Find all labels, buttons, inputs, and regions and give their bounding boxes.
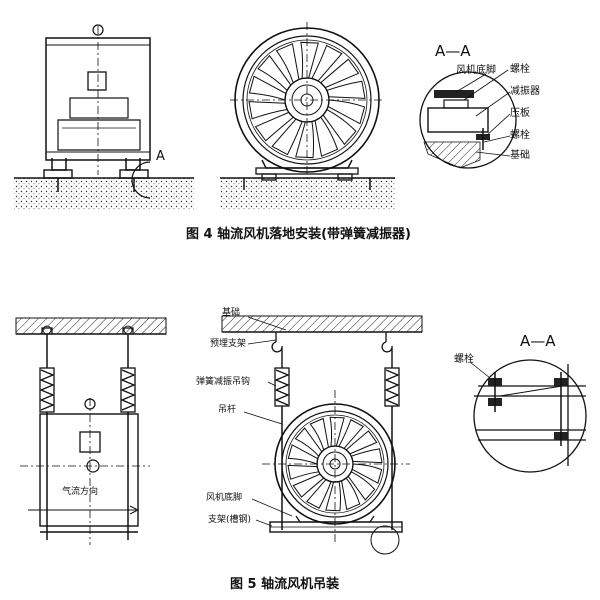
fig4-motor: [69, 97, 129, 119]
fig5-section-title: A—A: [520, 332, 556, 350]
fig5-section-aa: A—A 螺栓: [454, 332, 587, 473]
impeller-blade: [287, 444, 319, 465]
impeller-blade: [327, 99, 366, 125]
fig4-callout-fan-foot: 风机底脚: [456, 63, 496, 76]
fig5-fan-body: [39, 413, 139, 527]
fig4-junction-box: [87, 71, 107, 91]
fig4-callout-bolt-top: 螺栓: [510, 62, 530, 75]
fig4-detail-marker: A: [156, 149, 165, 164]
impeller-blade: [311, 44, 343, 82]
fig5-fan-casing: [274, 403, 396, 525]
impeller-blade: [319, 58, 360, 89]
fig4-detail-view: [419, 71, 517, 169]
impeller-blade: [305, 478, 332, 509]
fig5-hanger-right: [120, 325, 136, 540]
fig4-ground-left: [14, 178, 194, 210]
impeller-blade: [248, 75, 287, 101]
fig4-callout-press-plate: 压板: [510, 106, 530, 119]
fig4-detail-circle: [131, 161, 151, 199]
impeller-blade: [338, 419, 365, 450]
fig4-hub: [284, 77, 330, 123]
fig5-detail-circle: [370, 525, 400, 555]
impeller-blade: [248, 101, 288, 120]
impeller-blade: [314, 116, 339, 157]
fig4-lifting-lug: [92, 24, 104, 36]
fig4-section-aa: A—A 风机底脚 螺栓 减振器 压板 螺栓 基础: [419, 42, 540, 169]
fig5-junction-box: [79, 431, 101, 453]
fig5-callout-hanger-rod: 吊杆: [218, 403, 236, 415]
impeller-blade: [292, 473, 325, 498]
fig5-callout-fan-foot: 风机底脚: [206, 491, 242, 503]
fig4-callout-foundation: 基础: [510, 148, 530, 161]
impeller-blade: [275, 43, 300, 84]
fig4-front-view: [220, 22, 395, 210]
fig4-caption: 图 4 轴流风机落地安装(带弹簧减振器): [186, 226, 411, 242]
fig5-callout-embedded-bracket: 预埋支架: [210, 337, 246, 349]
impeller-blade: [294, 427, 323, 457]
fig5-caption: 图 5 轴流风机吊装: [230, 576, 339, 592]
fig4-base-frame: [255, 167, 359, 175]
fig5-airflow-label: 气流方向: [62, 485, 98, 497]
impeller-blade: [322, 108, 357, 146]
impeller-blade: [325, 481, 342, 512]
impeller-blade: [295, 120, 315, 159]
impeller-blade: [326, 80, 366, 99]
impeller-blade: [287, 464, 320, 480]
impeller-blade: [300, 41, 319, 80]
fig4-callout-isolator: 减振器: [510, 84, 540, 97]
fig5-callout-channel: 支架(槽钢): [208, 513, 251, 525]
impeller-blade: [309, 417, 329, 451]
impeller-blade: [257, 54, 292, 92]
fig4-isolator-left: [43, 169, 73, 179]
fig5-front-view: 基础 预埋支架 弹簧减振吊钩 吊杆 风机底脚 支架(槽钢): [196, 306, 423, 555]
impeller-blade: [329, 416, 345, 447]
fig5-callout-spring-hook: 弹簧减振吊钩: [196, 375, 250, 387]
impeller-blade: [347, 471, 376, 501]
fig4-callout-bolt-bottom: 螺栓: [510, 128, 530, 141]
fig4-impeller: [248, 41, 366, 159]
impeller-blade: [271, 118, 303, 156]
fig5-side-view: 气流方向: [15, 317, 167, 545]
fig4-side-view: A: [14, 24, 194, 210]
impeller-blade: [351, 463, 383, 484]
fig5-hub: [316, 445, 354, 483]
fig4-isolator: [427, 107, 489, 133]
fig5-impeller: [287, 416, 383, 512]
fig4-section-title: A—A: [435, 42, 471, 60]
impeller-blade: [350, 448, 383, 464]
impeller-blade: [254, 111, 295, 142]
fig5-ceiling-left: [15, 317, 167, 335]
fig4-fan-casing: [234, 27, 380, 173]
fig5-callout-foundation: 基础: [222, 306, 240, 318]
fig4-ground-right: [220, 178, 395, 210]
fig4-fan-foot: [434, 90, 474, 98]
fig5-callout-bolt: 螺栓: [454, 352, 474, 365]
fig5-detail-view: [473, 359, 587, 473]
impeller-blade: [345, 430, 378, 455]
fig5-hanger-left: [39, 325, 55, 540]
impeller-blade: [341, 477, 361, 511]
